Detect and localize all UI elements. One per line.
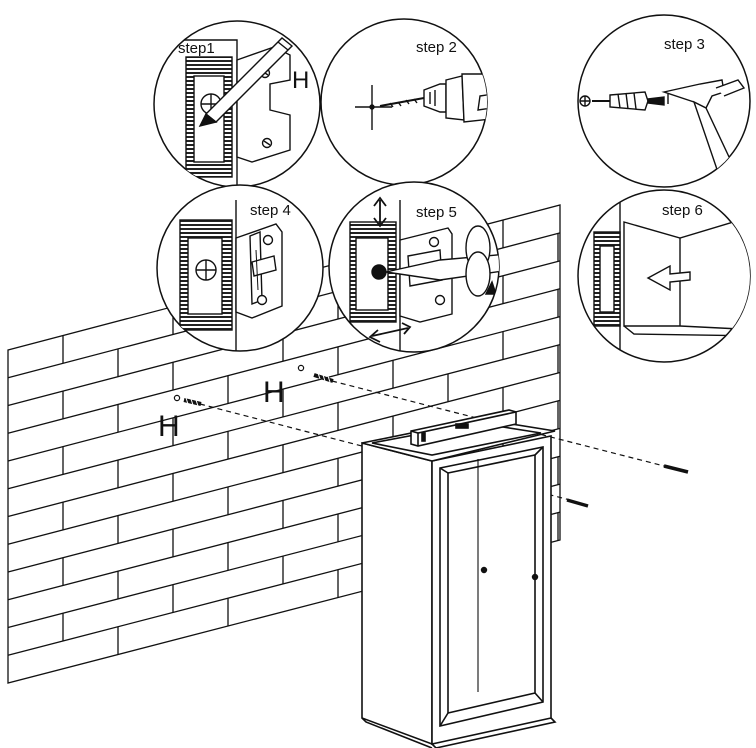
step5-detail: step 5 bbox=[328, 181, 500, 353]
step2-label: step 2 bbox=[416, 39, 457, 56]
wall-h-marker-left: H bbox=[158, 410, 180, 443]
step2-detail: step 2 bbox=[320, 18, 488, 186]
step1-h-marker: H bbox=[292, 67, 309, 94]
step3-label: step 3 bbox=[664, 36, 705, 53]
step1-label: step1 bbox=[178, 40, 215, 57]
wall-cabinet bbox=[361, 409, 557, 748]
wall-h-marker-right: H bbox=[263, 376, 285, 409]
brick-course-line bbox=[7, 371, 561, 518]
step6-label: step 6 bbox=[662, 202, 703, 219]
step3-detail: step 3 bbox=[577, 14, 751, 188]
step5-label: step 5 bbox=[416, 204, 457, 221]
step1-detail: step1 H bbox=[153, 20, 321, 188]
step4-detail: step 4 bbox=[156, 184, 324, 352]
cabinet-screw-lower bbox=[566, 498, 589, 508]
brick-course-line bbox=[7, 343, 561, 490]
step6-detail: step 6 bbox=[577, 189, 751, 363]
step4-label: step 4 bbox=[250, 202, 291, 219]
wall-screw-right bbox=[297, 364, 334, 383]
brick-course-line bbox=[7, 316, 561, 462]
wall-screw-left bbox=[173, 394, 202, 407]
cabinet-screw-upper bbox=[663, 464, 689, 474]
